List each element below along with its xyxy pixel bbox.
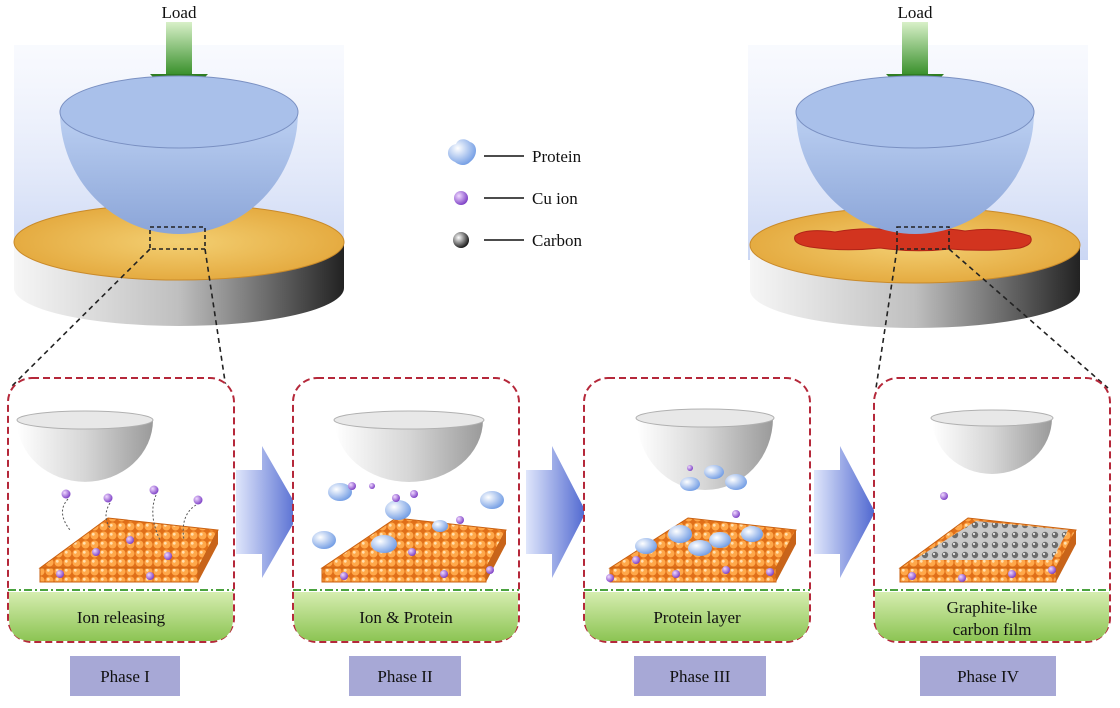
cu-ion-icon: [454, 191, 468, 205]
load-label: Load: [898, 3, 933, 22]
ball: [795, 75, 1035, 234]
carbon-icon: [453, 232, 469, 248]
carbon-film: [914, 521, 1068, 560]
phase-caption-box: [294, 592, 518, 641]
legend-label-carbon: Carbon: [532, 231, 583, 250]
proteins-on-ball: [680, 465, 747, 491]
phase-panel-1: Ion releasing Phase I: [7, 377, 235, 696]
protein-icon: [447, 139, 476, 165]
phase-arrow-icon: [814, 446, 875, 578]
legend-item-cu-ion: Cu ion: [454, 189, 578, 208]
phase-caption: Ion releasing: [77, 608, 166, 627]
zoom-box: [149, 226, 206, 250]
phase-panel-3: Protein layer Phase III: [583, 377, 811, 696]
phase-caption-line1: Graphite-like: [947, 598, 1038, 617]
load-label: Load: [162, 3, 197, 22]
ball-cross-section: [17, 420, 153, 482]
legend-label-cu-ion: Cu ion: [532, 189, 578, 208]
phase-caption: Protein layer: [653, 608, 741, 627]
phase-panel-2: Ion & Protein Phase II: [292, 377, 520, 696]
cu-ions: [606, 465, 774, 582]
zoom-line: [948, 248, 1109, 389]
cu-ions: [908, 566, 1056, 582]
phase-tag-label: Phase III: [670, 667, 731, 686]
phase-tag: [920, 656, 1056, 696]
legend: Protein Cu ion Carbon: [447, 139, 583, 250]
legend-item-carbon: Carbon: [453, 231, 583, 250]
ball-cross-section: [637, 418, 773, 490]
zoom-line: [204, 248, 227, 389]
cu-ions: [56, 485, 203, 580]
phase-caption-box: [585, 592, 809, 641]
phase-tag: [70, 656, 180, 696]
ball-cross-section: [335, 420, 483, 482]
zoom-box: [896, 226, 950, 250]
phase-tag-label: Phase II: [377, 667, 433, 686]
phase-panel-4: Graphite-like carbon film Phase IV: [873, 377, 1111, 696]
zoom-line: [875, 248, 898, 389]
disk: [749, 206, 1081, 328]
ball: [59, 75, 299, 234]
phase-caption-box: [875, 592, 1109, 641]
cu-ions: [340, 482, 494, 580]
phase-tag: [634, 656, 766, 696]
phase-tag: [349, 656, 461, 696]
wear-track: [794, 228, 1032, 252]
phase-tag-label: Phase I: [100, 667, 150, 686]
phase-caption: Ion & Protein: [359, 608, 453, 627]
legend-item-protein: Protein: [447, 139, 582, 166]
phase-tag-label: Phase IV: [957, 667, 1020, 686]
zoom-line: [9, 248, 151, 389]
lattice-block: [898, 517, 1077, 583]
phase-caption-line2: carbon film: [953, 620, 1032, 639]
ball-cross-section: [932, 418, 1052, 474]
cu-ion: [940, 492, 948, 500]
proteins: [312, 483, 504, 553]
proteins: [635, 525, 763, 556]
phase-caption-box: [9, 592, 233, 641]
phase-arrow-icon: [526, 446, 586, 578]
legend-label-protein: Protein: [532, 147, 582, 166]
phase-arrow-icon: [236, 446, 300, 578]
tribometer-right: Load: [748, 3, 1109, 389]
tribometer-left: Load: [9, 3, 345, 389]
